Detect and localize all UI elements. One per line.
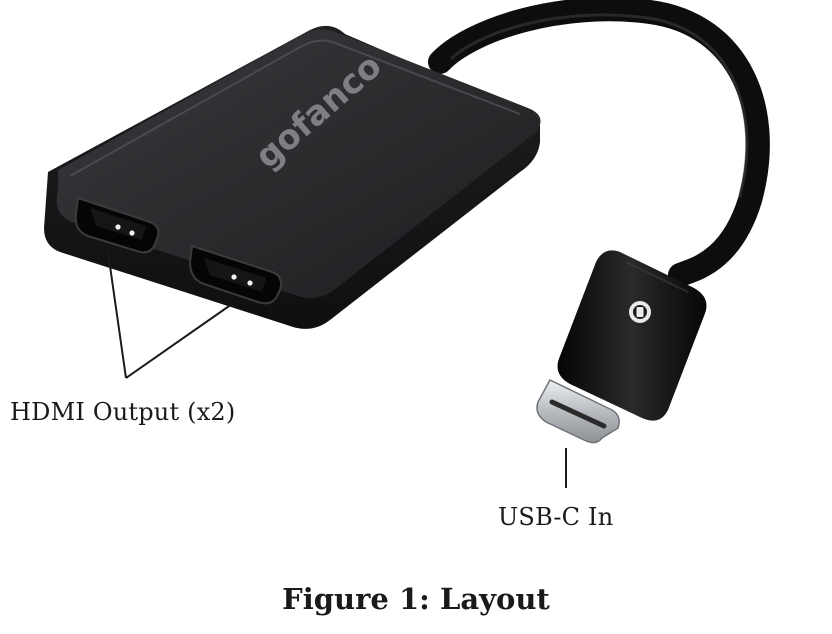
figure-caption: Figure 1: Layout (282, 582, 550, 616)
hdmi-port-1 (74, 196, 160, 254)
hdmi-port-2 (188, 244, 282, 305)
usb-c-cable (428, 0, 770, 287)
adapter-body: gofanco (44, 25, 541, 329)
hdmi-output-label: HDMI Output (x2) (10, 398, 236, 426)
usb-c-in-label: USB-C In (498, 503, 614, 531)
connector-logo-icon (629, 301, 651, 323)
usb-c-connector (536, 250, 707, 444)
hdmi-leader-lines (107, 251, 233, 379)
